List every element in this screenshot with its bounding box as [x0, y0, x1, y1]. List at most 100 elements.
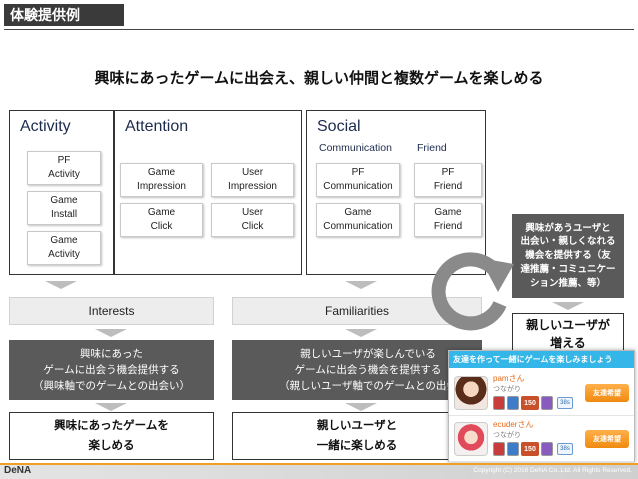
- chip-game-install: Game Install: [27, 191, 101, 225]
- header-divider: [4, 29, 634, 30]
- level-badge: 150: [521, 396, 539, 410]
- friend-recommendation-callout: 興味があうユーザと 出会い・親しくなれる 機会を提供する（友 達推薦・コミュニケ…: [512, 214, 624, 298]
- dena-logo: DeNA: [4, 465, 32, 476]
- chip-line1: Game: [50, 194, 78, 206]
- friend-suggestion-screenshot: 友達を作って一緒にゲームを楽しみましょう pamさん つながり 150 38s …: [448, 350, 635, 462]
- game-card-icon: [493, 396, 505, 410]
- chip-line1: Game: [344, 206, 372, 218]
- game-card-icon: [541, 396, 553, 410]
- copyright-text: Copyright (C) 2016 DeNA Co.,Ltd. All Rig…: [473, 467, 632, 474]
- interests-outcome-box: 興味にあった ゲームに出会う機会提供する （興味軸でのゲームとの出会い）: [9, 340, 214, 400]
- chip-line1: User: [241, 206, 264, 218]
- interests-result-box: 興味にあったゲームを 楽しめる: [9, 412, 214, 460]
- down-arrow-icon: [95, 403, 127, 411]
- cycle-arrow-icon: [431, 252, 514, 331]
- chip-line1: Game: [147, 166, 176, 178]
- chip-line2: Impression: [228, 181, 277, 192]
- callout-line2: 出会い・親しくなれる: [520, 236, 616, 248]
- callout-line1: 興味があうユーザと: [525, 222, 611, 234]
- chip-pf-communication: PF Communication: [316, 163, 400, 197]
- friend-name: pamさん: [493, 374, 525, 383]
- chip-game-impression: Game Impression: [120, 163, 203, 197]
- callout-line3: 機会を提供する（友: [525, 250, 611, 262]
- chip-line1: Game: [434, 206, 462, 218]
- chip-line2: Communication: [323, 221, 393, 232]
- box-line3: （興味軸でのゲームとの出会い）: [32, 380, 191, 393]
- box-line2: 一緒に楽しめる: [316, 438, 398, 452]
- friend-request-button[interactable]: 友達希望: [585, 384, 629, 402]
- down-arrow-icon: [552, 302, 584, 310]
- box-line1: 親しいユーザと: [316, 418, 398, 433]
- chip-pf-friend: PF Friend: [414, 163, 482, 197]
- chip-line1: PF: [351, 166, 365, 178]
- friend-sub: つながり: [493, 385, 521, 393]
- avatar: [454, 376, 488, 410]
- familiarities-outcome-box: 親しいユーザが楽しんでいる ゲームに出会う機会を提供する （親しいユーザ軸でのゲ…: [232, 340, 482, 400]
- game-card-icon: [493, 442, 505, 456]
- chip-game-click: Game Click: [120, 203, 203, 237]
- box-line1: 興味にあった: [80, 347, 143, 360]
- chip-game-activity: Game Activity: [27, 231, 101, 265]
- down-arrow-icon: [45, 281, 77, 289]
- chip-line2: Install: [50, 209, 78, 220]
- down-arrow-icon: [345, 403, 377, 411]
- level-badge: 150: [521, 442, 539, 456]
- page-header-title: 体験提供例: [4, 4, 124, 26]
- chip-line2: Communication: [323, 181, 393, 192]
- chip-line2: Click: [241, 221, 264, 232]
- box-line2: 楽しめる: [88, 438, 135, 452]
- avatar: [454, 422, 488, 456]
- callout-line2: 増える: [550, 336, 586, 350]
- box-line1: 興味にあったゲームを: [54, 418, 169, 433]
- chip-user-impression: User Impression: [211, 163, 294, 197]
- footer-bar: [0, 463, 638, 479]
- attention-group: Attention Game Impression User Impressio…: [114, 110, 302, 275]
- activity-title: Activity: [20, 118, 71, 135]
- status-chip: 38s: [557, 397, 573, 409]
- chip-line2: Friend: [433, 221, 463, 232]
- box-line2: ゲームに出会う機会を提供する: [294, 363, 442, 376]
- friend-sub: つながり: [493, 431, 521, 439]
- chip-pf-activity: PF Activity: [27, 151, 101, 185]
- chip-line1: PF: [57, 154, 71, 166]
- friend-request-button[interactable]: 友達希望: [585, 430, 629, 448]
- social-sub-communication: Communication: [319, 142, 392, 154]
- social-group: Social Communication Friend PF Communica…: [306, 110, 486, 275]
- chip-game-friend: Game Friend: [414, 203, 482, 237]
- interests-bar: Interests: [9, 297, 214, 325]
- down-arrow-icon: [345, 281, 377, 289]
- chip-user-click: User Click: [211, 203, 294, 237]
- game-card-icon: [507, 442, 519, 456]
- friends-increase-box: 親しいユーザが 増える: [512, 313, 624, 355]
- main-heading: 興味にあったゲームに出会え、親しい仲間と複数ゲームを楽しめる: [94, 68, 544, 87]
- chip-line2: Click: [150, 221, 173, 232]
- chip-line2: Impression: [137, 181, 186, 192]
- status-chip: 38s: [557, 443, 573, 455]
- chip-game-communication: Game Communication: [316, 203, 400, 237]
- friend-name: ecuderさん: [493, 420, 534, 429]
- list-item: pamさん つながり 150 38s 友達希望: [449, 370, 634, 416]
- box-line1: 親しいユーザが楽しんでいる: [300, 347, 436, 360]
- activity-group: Activity PF Activity Game Install Game A…: [9, 110, 114, 275]
- callout-line5: ション推薦、等）: [529, 277, 606, 289]
- chip-line2: Activity: [48, 169, 80, 180]
- callout-line1: 親しいユーザが: [526, 318, 610, 332]
- chip-line1: Game: [50, 234, 78, 246]
- box-line2: ゲームに出会う機会提供する: [43, 363, 180, 376]
- chip-line2: Activity: [48, 249, 80, 260]
- box-line3: （親しいユーザ軸でのゲームとの出会: [279, 380, 457, 393]
- attention-title: Attention: [125, 118, 189, 135]
- chip-line1: PF: [441, 166, 455, 178]
- chip-line2: Friend: [433, 181, 463, 192]
- chip-line1: Game: [147, 206, 176, 218]
- callout-line4: 達推薦・コミュニケー: [520, 263, 616, 275]
- game-card-icon: [507, 396, 519, 410]
- footer-accent-line: [0, 463, 638, 465]
- list-item: ecuderさん つながり 150 38s 友達希望: [449, 416, 634, 462]
- down-arrow-icon: [95, 329, 127, 337]
- down-arrow-icon: [345, 329, 377, 337]
- familiarities-result-box: 親しいユーザと 一緒に楽しめる: [232, 412, 482, 460]
- game-card-icon: [541, 442, 553, 456]
- shot-banner: 友達を作って一緒にゲームを楽しみましょう: [449, 351, 634, 368]
- social-sub-friend: Friend: [417, 142, 447, 154]
